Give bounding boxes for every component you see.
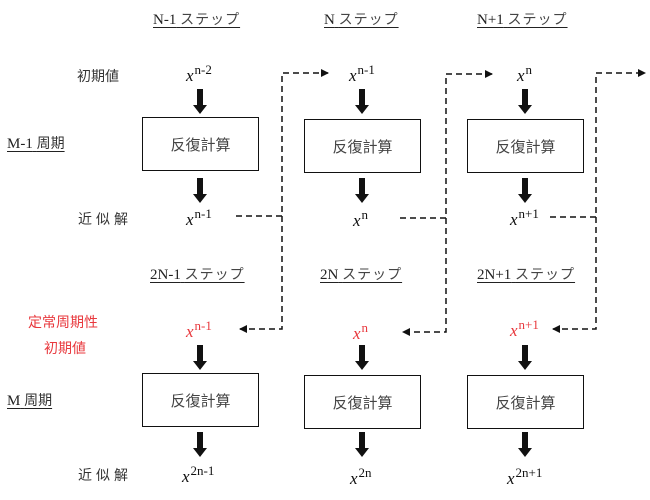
steady-input-value: xn-1 bbox=[186, 318, 212, 341]
cycle-word: 周期 bbox=[24, 393, 53, 409]
down-arrow-icon bbox=[193, 432, 207, 457]
step-header-2n-plus-1: 2N+1 ステップ bbox=[477, 264, 575, 284]
feed-forward-link bbox=[400, 70, 493, 219]
steady-input-value: xn bbox=[353, 320, 369, 343]
process-box: 反復計算 bbox=[142, 373, 259, 427]
process-box: 反復計算 bbox=[304, 119, 421, 173]
step-number: N+1 bbox=[477, 12, 504, 28]
down-arrow-icon bbox=[518, 178, 532, 203]
process-box: 反復計算 bbox=[467, 375, 584, 429]
row-label-initial-value: 初期値 bbox=[77, 69, 119, 85]
output-value: x2n+1 bbox=[507, 465, 543, 488]
row-label-steady-periodic: 定常周期性 bbox=[28, 315, 98, 331]
down-arrow-icon bbox=[355, 178, 369, 203]
row-label-approx-solution-bottom: 近似解 bbox=[78, 468, 132, 484]
step-word: ステップ bbox=[342, 267, 403, 283]
step-word: ステップ bbox=[338, 12, 399, 28]
row-label-steady-initial-value: 初期値 bbox=[44, 341, 86, 357]
cycle-number: M bbox=[7, 393, 21, 409]
steady-feedback-link bbox=[239, 216, 283, 333]
cycle-label-m: M 周期 bbox=[7, 390, 52, 410]
step-word: ステップ bbox=[180, 12, 241, 28]
down-arrow-icon bbox=[518, 89, 532, 114]
step-header-2n-minus-1: 2N-1 ステップ bbox=[150, 264, 245, 284]
step-number: 2N-1 bbox=[150, 267, 181, 283]
step-header-n-minus-1: N-1 ステップ bbox=[153, 9, 240, 29]
cycle-word: 周期 bbox=[36, 136, 65, 152]
down-arrow-icon bbox=[355, 89, 369, 114]
steady-input-value: xn+1 bbox=[510, 317, 539, 340]
down-arrow-icon bbox=[193, 178, 207, 203]
feed-forward-link bbox=[550, 69, 646, 218]
process-box: 反復計算 bbox=[142, 117, 259, 171]
step-number: N-1 bbox=[153, 12, 177, 28]
output-value: xn bbox=[353, 207, 369, 230]
output-value: x2n bbox=[350, 465, 372, 488]
down-arrow-icon bbox=[518, 432, 532, 457]
step-number: N bbox=[324, 12, 335, 28]
step-word: ステップ bbox=[515, 267, 576, 283]
steady-feedback-link bbox=[552, 217, 597, 333]
step-header-2n: 2N ステップ bbox=[320, 264, 402, 284]
input-value: xn bbox=[517, 62, 533, 85]
process-box: 反復計算 bbox=[304, 375, 421, 429]
feed-forward-link bbox=[236, 69, 329, 217]
output-value: x2n-1 bbox=[182, 463, 215, 486]
steady-feedback-link bbox=[402, 218, 447, 336]
cycle-label-m-minus-1: M-1 周期 bbox=[7, 133, 65, 153]
step-header-n-plus-1: N+1 ステップ bbox=[477, 9, 568, 29]
down-arrow-icon bbox=[355, 432, 369, 457]
block-arrows bbox=[193, 89, 532, 457]
step-word: ステップ bbox=[507, 12, 568, 28]
cycle-number: M-1 bbox=[7, 136, 33, 152]
down-arrow-icon bbox=[193, 345, 207, 370]
row-label-approx-solution: 近似解 bbox=[78, 212, 132, 228]
process-box: 反復計算 bbox=[467, 119, 584, 173]
dashed-links bbox=[236, 69, 646, 336]
step-header-n: N ステップ bbox=[324, 9, 399, 29]
input-value: xn-1 bbox=[349, 62, 375, 85]
input-value: xn-2 bbox=[186, 62, 212, 85]
output-value: xn+1 bbox=[510, 206, 539, 229]
down-arrow-icon bbox=[518, 345, 532, 370]
down-arrow-icon bbox=[193, 89, 207, 114]
output-value: xn-1 bbox=[186, 206, 212, 229]
step-number: 2N bbox=[320, 267, 339, 283]
step-word: ステップ bbox=[184, 267, 245, 283]
down-arrow-icon bbox=[355, 345, 369, 370]
step-number: 2N+1 bbox=[477, 267, 512, 283]
